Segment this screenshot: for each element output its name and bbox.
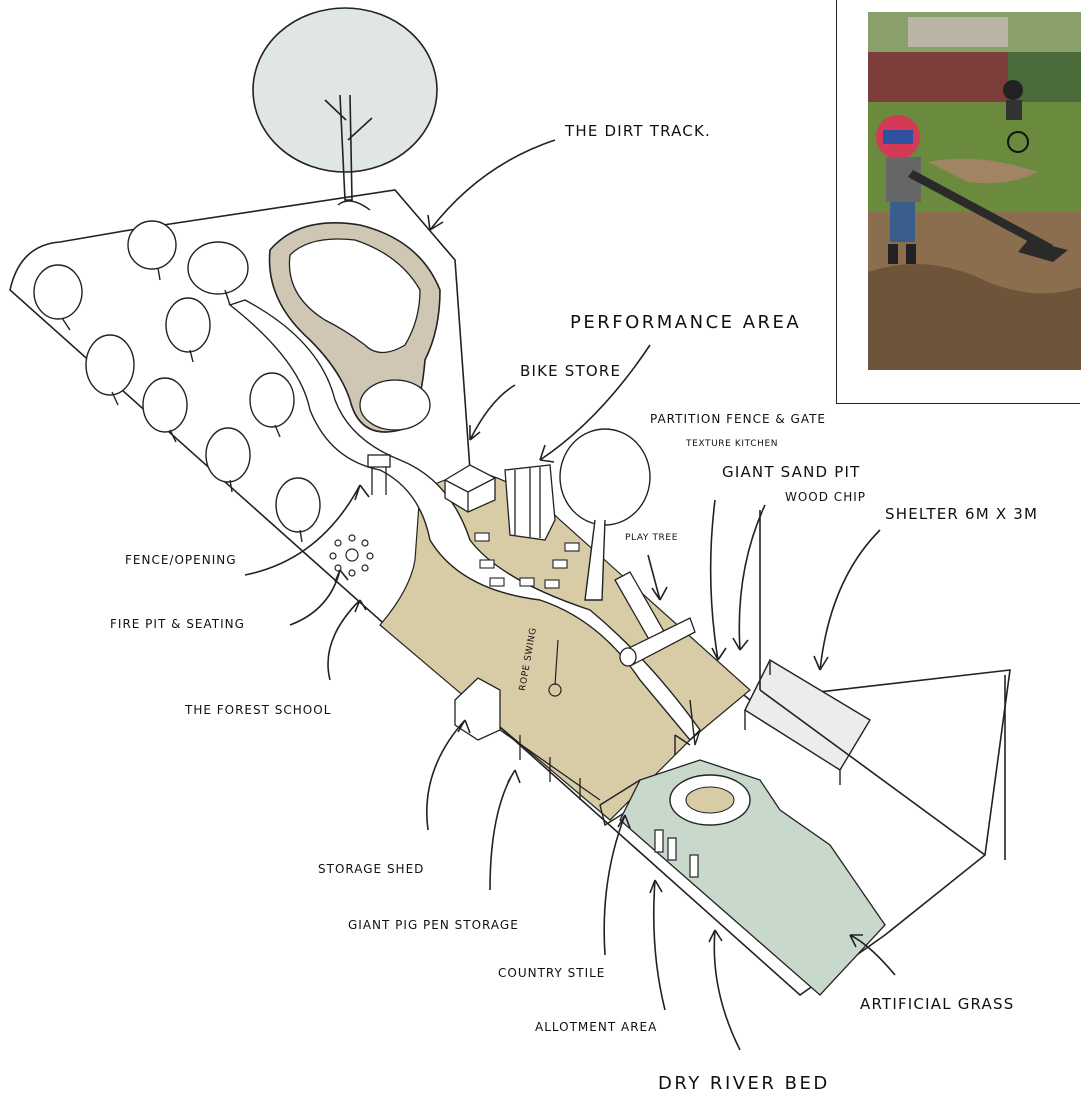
label-partition-fence: PARTITION FENCE & GATE [650,412,826,426]
dirt-track [270,223,441,432]
label-fire-pit: FIRE PIT & SEATING [110,617,245,631]
label-giant-sand-pit: GIANT SAND PIT [722,463,861,481]
label-fence-opening: FENCE/OPENING [125,553,237,567]
label-country-stile: COUNTRY STILE [498,966,605,980]
label-wood-chip: WOOD CHIP [785,490,866,504]
label-pig-pen: GIANT PIG PEN STORAGE [348,918,519,932]
performance-stage [505,465,555,540]
dry-river-bed-feature [670,775,750,825]
label-dry-river-bed: DRY RIVER BED [658,1073,830,1094]
label-storage-shed: STORAGE SHED [318,862,424,876]
label-texture-kitchen: TEXTURE KITCHEN [686,439,778,449]
green-area [620,760,885,995]
label-forest-school: THE FOREST SCHOOL [185,703,331,717]
label-allotment: ALLOTMENT AREA [535,1020,657,1034]
label-play-tree: PLAY TREE [625,533,678,543]
reference-photo [868,12,1081,370]
shelter [745,660,870,785]
large-tree-top [253,8,437,210]
label-shelter: SHELTER 6M x 3M [885,505,1038,523]
label-artificial-grass: ARTIFICIAL GRASS [860,995,1014,1013]
label-bike-store: BIKE STORE [520,362,621,380]
fire-pit-seating [330,535,373,576]
label-performance-area: PERFORMANCE AREA [570,312,801,333]
label-dirt-track: THE DIRT TRACK. [565,122,711,140]
